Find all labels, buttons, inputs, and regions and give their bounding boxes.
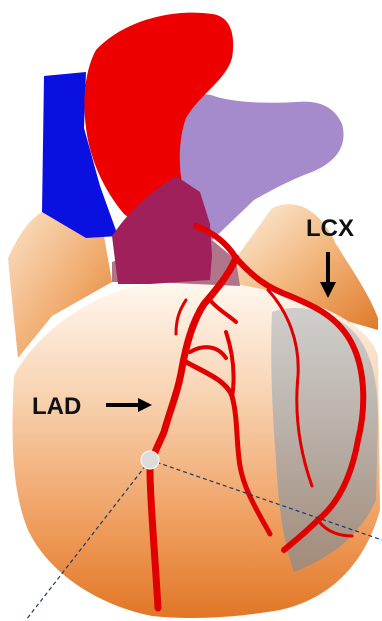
lad-label: LAD — [32, 393, 81, 420]
lcx-label: LCX — [306, 215, 354, 242]
lesion-marker — [141, 451, 159, 469]
